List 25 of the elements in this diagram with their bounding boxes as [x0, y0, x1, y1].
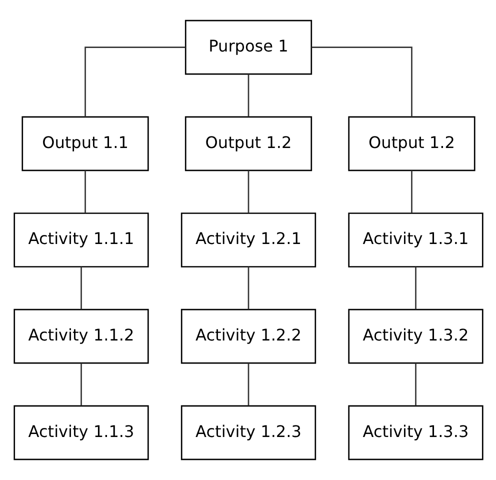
connector: [311, 46, 412, 117]
node-box: Activity 1.2.2: [180, 308, 316, 364]
connector: [80, 363, 82, 406]
node-box: Activity 1.2.3: [180, 405, 316, 460]
node-box: Activity 1.3.2: [348, 308, 483, 364]
connector: [414, 363, 416, 406]
connector: [84, 46, 185, 117]
node-box: Output 1.1: [21, 116, 148, 172]
node-box: Activity 1.1.1: [13, 212, 148, 268]
node-box: Activity 1.1.3: [13, 405, 148, 460]
node-box: Activity 1.2.1: [180, 212, 316, 268]
connector: [84, 170, 86, 213]
connector: [247, 363, 249, 406]
connector: [247, 266, 249, 310]
node-box: Output 1.2: [348, 116, 475, 172]
connector: [414, 266, 416, 310]
connector: [247, 74, 249, 117]
connector: [247, 170, 249, 213]
connector: [80, 266, 82, 310]
node-box: Activity 1.1.2: [13, 308, 148, 364]
connector: [410, 170, 412, 213]
node-box: Purpose 1: [184, 20, 312, 75]
node-box: Activity 1.3.3: [348, 405, 483, 460]
node-box: Activity 1.3.1: [348, 212, 483, 268]
node-box: Output 1.2: [184, 116, 312, 172]
